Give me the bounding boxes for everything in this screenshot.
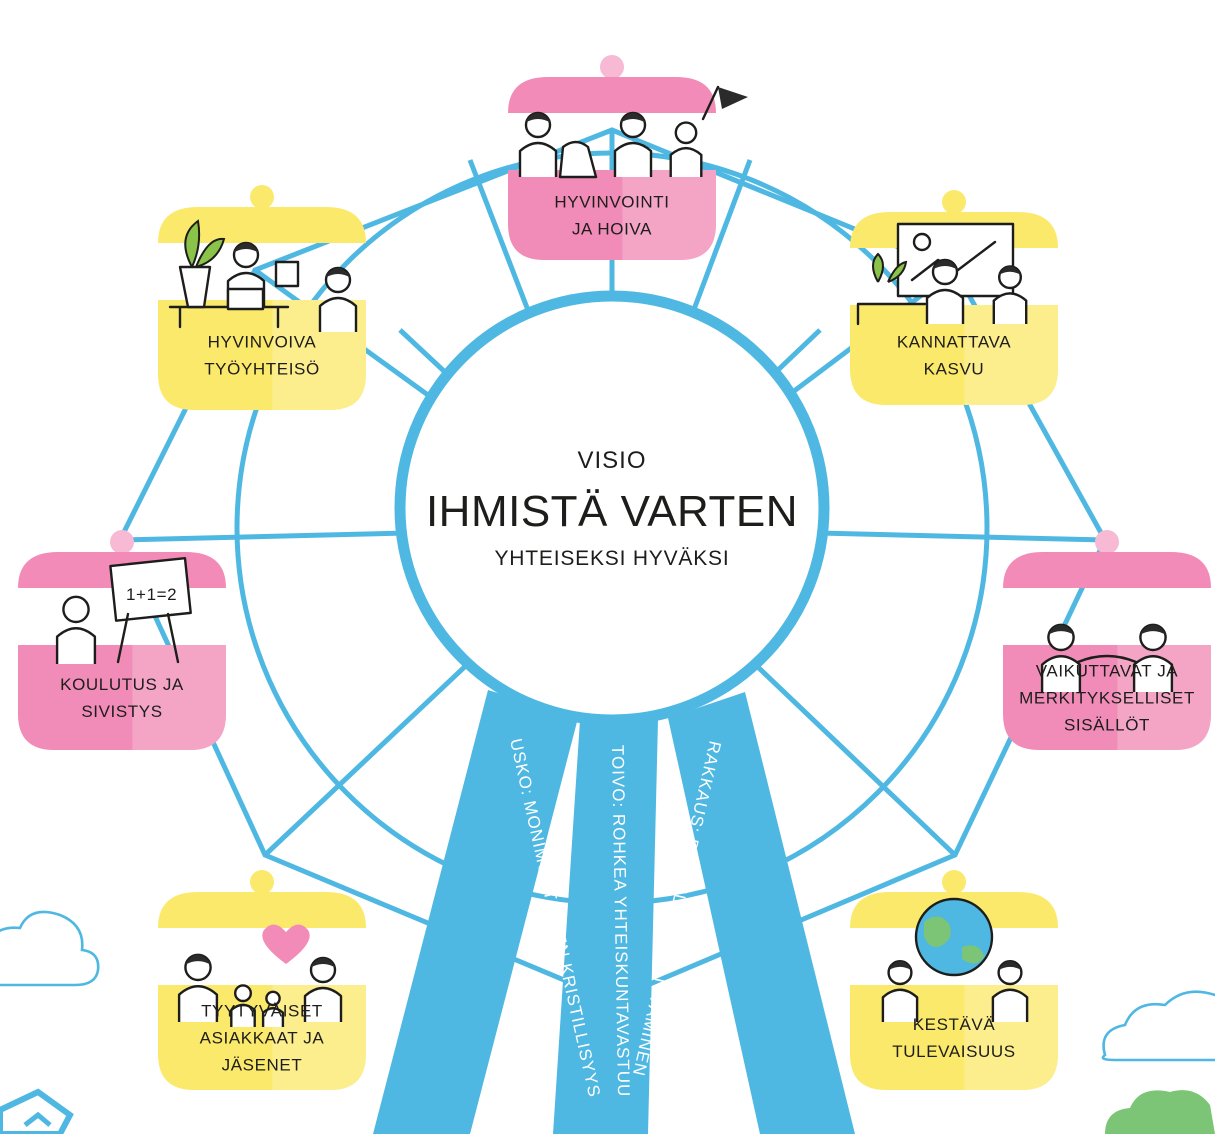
gondola-knob (110, 530, 134, 554)
gondola-knob (942, 190, 966, 214)
gondola-lower-left: TYYTYVÄISET ASIAKKAAT JA JÄSENET (158, 870, 366, 1090)
ribbon-love (668, 692, 855, 1134)
vision-title: IHMISTÄ VARTEN (426, 487, 798, 536)
gondola-knob (250, 185, 274, 209)
gondola-upper-right: KANNATTAVA KASVU (850, 190, 1058, 405)
gondola-top: HYVINVOINTI JA HOIVA (508, 55, 748, 260)
globe-people-icon (881, 897, 1029, 1022)
gondola-label-line: JÄSENET (222, 1056, 303, 1075)
gondola-label-line: VAIKUTTAVAT JA (1036, 662, 1179, 681)
gondola-upper-left: HYVINVOIVA TYÖYHTEISÖ (158, 185, 366, 410)
gondola-roof (158, 892, 366, 928)
gondola-label-line: KOULUTUS JA (60, 675, 184, 694)
vision-subtitle: YHTEISEKSI HYVÄKSI (495, 547, 730, 570)
gondola-roof (508, 77, 716, 113)
gondola-right: VAIKUTTAVAT JA MERKITYKSELLISET SISÄLLÖT (1003, 530, 1211, 750)
logo-mark-icon (0, 1088, 74, 1134)
cloud-right-icon (1101, 990, 1215, 1062)
gondola-knob (1095, 530, 1119, 554)
gondola-label-line: TULEVAISUUS (892, 1042, 1015, 1061)
ribbon-hope (553, 720, 658, 1134)
ribbons: USKO: MONIMUOTOINEN KRISTILLISYYS TOIVO:… (373, 690, 855, 1134)
gondola-roof (1003, 552, 1211, 588)
gondola-knob (600, 55, 624, 79)
family-heart-icon (177, 924, 343, 1027)
gondola-knob (942, 870, 966, 894)
presentation-chart-icon (856, 222, 1028, 326)
board-formula: 1+1=2 (126, 585, 177, 604)
gondola-label-line: ASIAKKAAT JA (200, 1029, 325, 1048)
cloud-left-icon (0, 910, 100, 987)
gondola-label-line: KESTÄVÄ (913, 1015, 996, 1034)
gondola-layer: HYVINVOINTI JA HOIVA KANNATTAVA KASVU VAIKUT… (18, 55, 1211, 1090)
gondola-label-line: HYVINVOINTI (554, 193, 669, 212)
office-coffee-icon (168, 219, 358, 332)
gondola-label-line: KASVU (924, 360, 985, 379)
gondola-label-line: KANNATTAVA (897, 333, 1011, 352)
gondola-label-line: SISÄLLÖT (1064, 716, 1150, 735)
gondola-roof (158, 207, 366, 243)
gondola-label-line: TYYTYVÄISET (201, 1002, 323, 1021)
gondola-lower-right: KESTÄVÄ TULEVAISUUS (850, 870, 1058, 1090)
teacher-board-icon: 1+1=2 (55, 556, 192, 664)
gondola-label-line: TYÖYHTEISÖ (204, 360, 320, 379)
gondola-label-line: JA HOIVA (572, 220, 652, 239)
handshake-icon (1040, 623, 1174, 692)
ribbon-faith (373, 690, 578, 1134)
care-people-icon (518, 85, 748, 179)
vision-kicker: VISIO (577, 447, 646, 474)
gondola-label-line: HYVINVOIVA (208, 333, 317, 352)
gondola-label-line: MERKITYKSELLISET (1019, 689, 1195, 708)
gondola-label-line: SIVISTYS (81, 702, 162, 721)
gondola-knob (250, 870, 274, 894)
green-bush-icon (1105, 1090, 1215, 1134)
